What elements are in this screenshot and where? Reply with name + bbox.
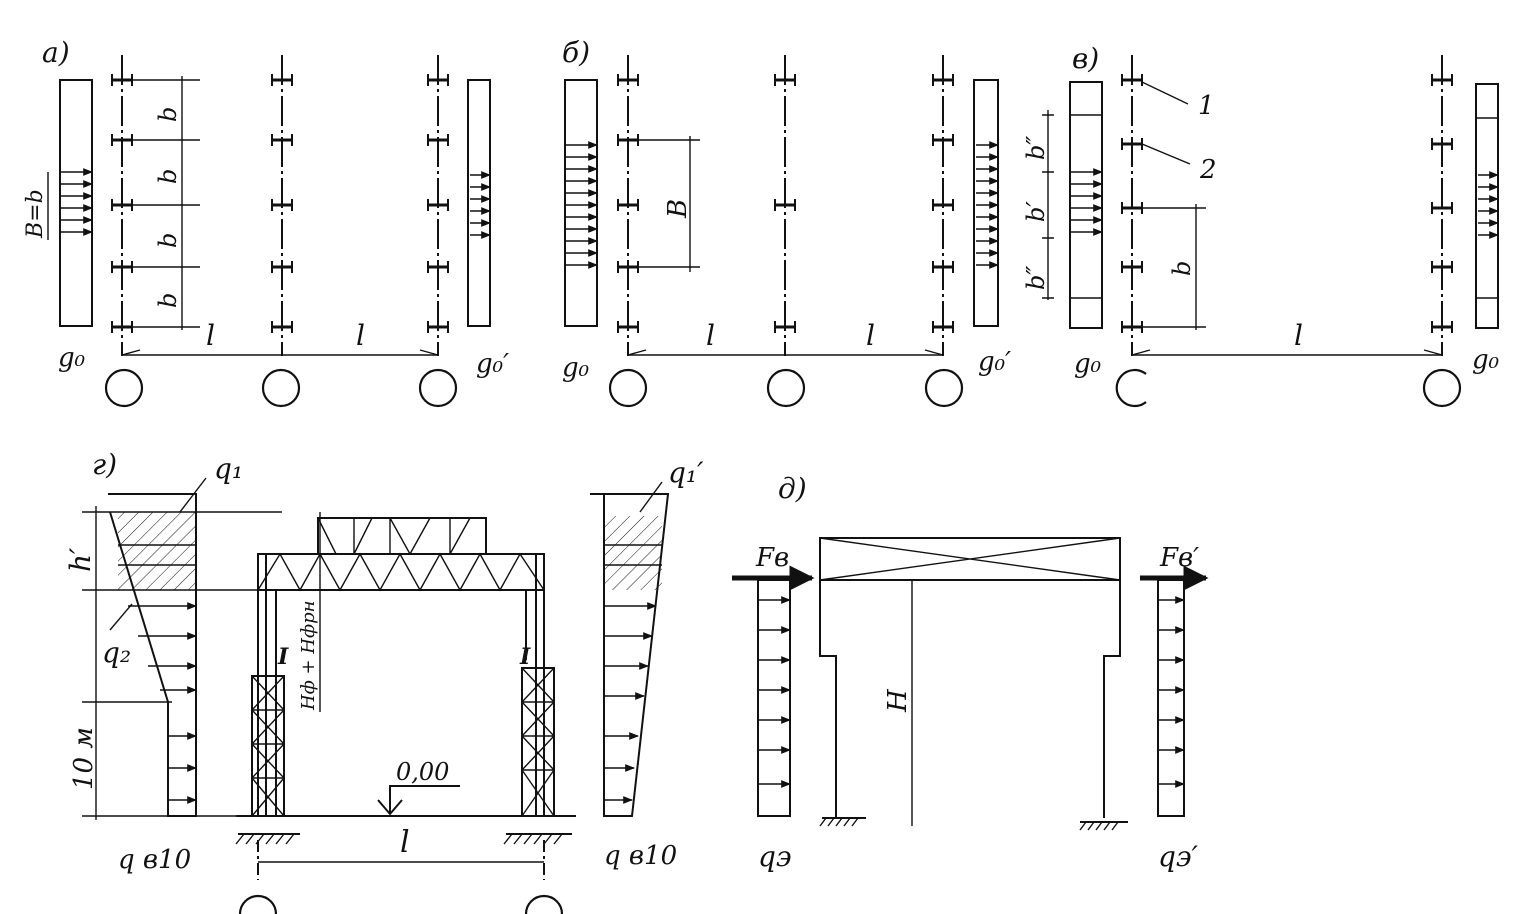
- spacing-label-a4: b: [154, 293, 182, 308]
- force-left-label: Fв: [755, 543, 789, 573]
- q1-label: q₁: [214, 452, 243, 485]
- wind-arrows-d-left: [758, 596, 791, 788]
- load-label-right-v: g₀: [1472, 345, 1500, 375]
- height-label-d: H: [883, 688, 913, 713]
- force-right-label: Fв′: [1159, 543, 1199, 573]
- axis-bubble: [1115, 368, 1147, 408]
- panel-v-label: в): [1072, 42, 1099, 75]
- spacing-label-a2: b: [154, 169, 182, 184]
- span-label-v: l: [1294, 319, 1303, 352]
- panel-a: а) B=b g₀ b b b: [23, 36, 509, 408]
- load-strip-left: [59, 79, 93, 327]
- load-strip-right: [1475, 83, 1499, 329]
- span-label-a1: l: [206, 319, 215, 352]
- span-label-a2: l: [356, 319, 365, 352]
- axis-bubble: [104, 368, 144, 408]
- span-label-b2: l: [866, 319, 875, 352]
- span-label-g: l: [400, 825, 410, 860]
- crane-rail-right: I: [519, 644, 531, 670]
- load-arrows-left: [565, 141, 598, 269]
- zero-mark-label: 0,00: [396, 758, 449, 786]
- axis-bubble: [238, 894, 278, 914]
- load-arrows-right: [470, 171, 491, 239]
- frame-structure: [235, 517, 576, 845]
- load-strip-left: [1069, 81, 1103, 329]
- panel-g-label: г): [92, 448, 117, 481]
- panel-d: д) Fв qэ H Fв′: [732, 472, 1209, 873]
- panel-a-label: а): [42, 36, 70, 69]
- b-double-label-1: b″: [1022, 136, 1050, 160]
- wind-arrows-right: [604, 602, 657, 804]
- spacing-label-v: b: [1168, 261, 1196, 276]
- purlins-v: [1121, 74, 1453, 333]
- wind-arrows-left: [128, 602, 197, 804]
- axis-bubble: [766, 368, 806, 408]
- axis-bubble: [608, 368, 648, 408]
- frame-d-structure: [819, 537, 1128, 831]
- purlins-b: [617, 74, 954, 333]
- q-left-d-label: qэ: [758, 840, 792, 873]
- wind-strip-left: [757, 579, 791, 817]
- spacing-label-a1: b: [154, 107, 182, 122]
- load-label-right-b: g₀′: [978, 347, 1011, 377]
- panel-g: г) q₁ q₁′ h′ 10 м q₂ q в10: [64, 448, 704, 914]
- panel-b: б) g₀ B: [562, 36, 1011, 408]
- b-prime-label: b′: [1022, 201, 1050, 222]
- load-strip-left: [564, 79, 598, 327]
- h-prime-label: h′: [64, 547, 97, 572]
- axis-bubble: [261, 368, 301, 408]
- ref-2-label: 2: [1199, 155, 1217, 185]
- load-strip-right: [973, 79, 999, 327]
- ref-1-label: 1: [1198, 91, 1215, 121]
- wind-strip-right: [1157, 579, 1185, 817]
- load-arrows-left: [1070, 168, 1103, 236]
- wind-arrows-d-right: [1158, 596, 1185, 788]
- panel-v: в) b″ b′ b″ g₀ 1 2 b: [1022, 42, 1500, 408]
- q-right-label: q в10: [604, 841, 677, 871]
- axis-bubble: [1422, 368, 1462, 408]
- q1-prime-label: q₁′: [668, 456, 704, 489]
- load-label-right-a: g₀′: [476, 349, 509, 379]
- q2-label: q₂: [102, 636, 131, 669]
- band-eq-label: B=b: [23, 189, 48, 239]
- load-arrows-left: [60, 168, 93, 236]
- band-label-b: B: [663, 199, 693, 219]
- spacing-label-a3: b: [154, 233, 182, 248]
- axis-bubble: [418, 368, 458, 408]
- ten-m-label: 10 м: [69, 727, 99, 790]
- load-label-left-b: g₀: [562, 353, 590, 383]
- b-double-label-2: b″: [1022, 266, 1050, 290]
- q-right-d-label: qэ′: [1158, 840, 1199, 873]
- load-arrows-right: [1478, 171, 1499, 239]
- wind-hatch-right: [604, 516, 662, 590]
- wind-hatch-left: [118, 512, 196, 590]
- load-label-left-v: g₀: [1074, 349, 1102, 379]
- load-arrows-right: [976, 141, 999, 269]
- panel-b-label: б): [562, 36, 590, 69]
- q-left-label: q в10: [118, 845, 191, 875]
- axis-bubble: [524, 894, 564, 914]
- span-label-b1: l: [706, 319, 715, 352]
- load-label-left-a: g₀: [58, 343, 86, 373]
- panel-d-label: д): [778, 472, 807, 505]
- truss-height-label: Hф + Hфрн: [298, 601, 319, 711]
- crane-rail-left: I: [277, 644, 289, 670]
- load-strip-right: [467, 79, 491, 327]
- axis-bubble: [924, 368, 964, 408]
